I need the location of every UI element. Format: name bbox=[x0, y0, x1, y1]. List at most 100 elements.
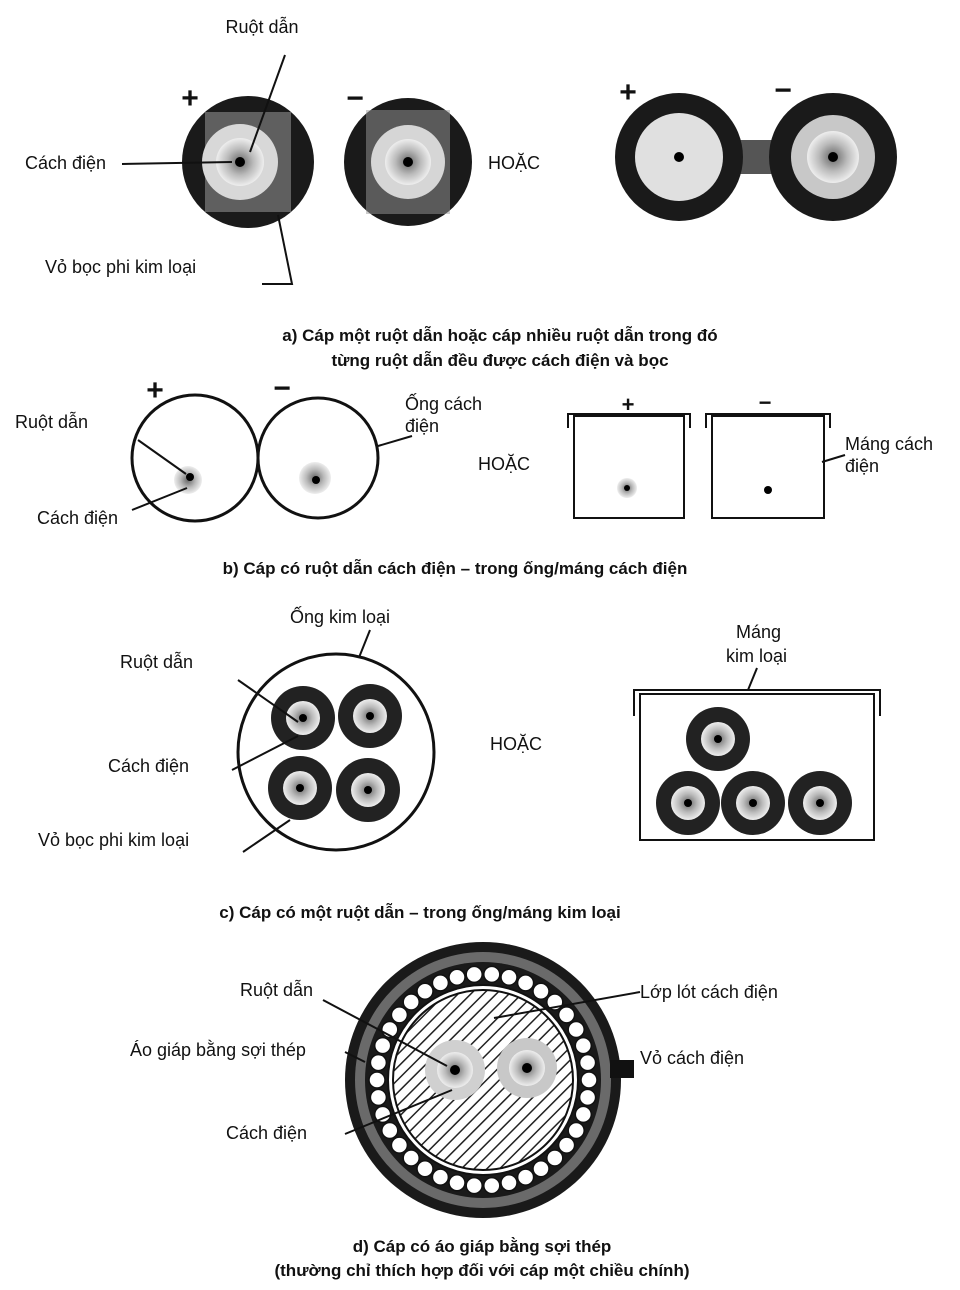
steel-wire bbox=[416, 1159, 434, 1178]
cable-core-tr bbox=[338, 684, 402, 748]
panel-a: + − Ruột dẫn Cách điện Vỏ bọc phi kim lo… bbox=[25, 16, 897, 370]
leader-conductor bbox=[249, 54, 286, 153]
insulated-trunking: + − bbox=[567, 390, 831, 519]
steel-wire bbox=[567, 1121, 585, 1140]
label-conductor-d: Ruột dẫn bbox=[240, 979, 313, 1000]
label-armour: Áo giáp bằng sợi thép bbox=[130, 1039, 306, 1060]
caption-d-line2: (thường chỉ thích hợp đối với cáp một ch… bbox=[274, 1261, 689, 1280]
label-sheath-c: Vỏ bọc phi kim loại bbox=[38, 830, 189, 850]
steel-wire bbox=[483, 1176, 501, 1195]
outer-sheath-arrow bbox=[610, 1060, 634, 1078]
steel-wire bbox=[431, 974, 450, 992]
leader-bedding bbox=[493, 991, 641, 1019]
leader-tube bbox=[377, 435, 413, 447]
steel-wire bbox=[574, 1036, 593, 1055]
cable-core-bl bbox=[268, 756, 332, 820]
caption-b: b) Cáp có ruột dẫn cách điện – trong ống… bbox=[223, 559, 688, 578]
steel-wire bbox=[557, 1136, 576, 1154]
or-label-c: HOẶC bbox=[490, 734, 542, 754]
minus-sign: − bbox=[346, 82, 364, 115]
label-metal-tube: Ống kim loại bbox=[290, 606, 390, 627]
twin-sheathed-cable: + − bbox=[615, 74, 897, 221]
armoured-cable bbox=[345, 942, 634, 1218]
steel-wire bbox=[574, 1105, 593, 1124]
leader-metal-trunking bbox=[747, 667, 758, 691]
steel-wire bbox=[578, 1053, 597, 1072]
leader-trunking bbox=[821, 454, 846, 463]
steel-wire bbox=[483, 965, 501, 984]
metal-tube bbox=[236, 652, 436, 852]
minus-sign-2: − bbox=[774, 74, 792, 107]
steel-wire bbox=[500, 968, 518, 986]
label-sheath: Vỏ bọc phi kim loại bbox=[45, 257, 196, 277]
label-conductor-c: Ruột dẫn bbox=[120, 651, 193, 672]
leader-sheath bbox=[262, 214, 294, 285]
steel-wire bbox=[532, 1159, 550, 1178]
cable-core-br bbox=[336, 758, 400, 822]
leader-conductor-c bbox=[237, 679, 299, 723]
steel-wire bbox=[532, 982, 550, 1001]
leader-metal-tube bbox=[357, 629, 371, 661]
caption-c: c) Cáp có một ruột dẫn – trong ống/máng … bbox=[219, 903, 620, 922]
caption-a-line1: a) Cáp một ruột dẫn hoặc cáp nhiều ruột … bbox=[282, 326, 717, 345]
leader-conductor-d bbox=[322, 999, 448, 1067]
label-insulation-b: Cách điện bbox=[37, 508, 118, 528]
label-outer-sheath: Vỏ cách điện bbox=[640, 1048, 744, 1068]
leader-conductor-b bbox=[137, 439, 187, 475]
trunking-core-1 bbox=[656, 771, 720, 835]
metal-trunking bbox=[633, 689, 881, 841]
leader-insulation bbox=[121, 161, 233, 165]
steel-wire bbox=[373, 1036, 392, 1055]
leader-insulation-d bbox=[344, 1089, 453, 1135]
steel-wire bbox=[368, 1071, 386, 1089]
steel-wire-armour bbox=[368, 965, 598, 1195]
steel-wire bbox=[369, 1053, 388, 1072]
steel-wire bbox=[402, 1149, 420, 1167]
single-core-cable-negative bbox=[344, 98, 472, 226]
label-metal-trunking-line2: kim loại bbox=[726, 646, 787, 666]
steel-wire bbox=[381, 1121, 399, 1140]
leader-insulation-b bbox=[131, 487, 188, 511]
steel-wire bbox=[500, 1174, 518, 1192]
label-insulation-c: Cách điện bbox=[108, 756, 189, 776]
leader-armour bbox=[344, 1051, 366, 1063]
steel-wire bbox=[390, 1006, 409, 1024]
leader-insulation-c bbox=[231, 735, 299, 771]
steel-wire bbox=[431, 1168, 450, 1186]
steel-wire bbox=[465, 1176, 483, 1195]
label-trunking-line2: điện bbox=[845, 456, 879, 476]
label-insulation-d: Cách điện bbox=[226, 1123, 307, 1143]
trunking-core-top bbox=[686, 707, 750, 771]
caption-d-line1: d) Cáp có áo giáp bằng sợi thép bbox=[353, 1237, 612, 1256]
plus-sign-2: + bbox=[619, 76, 637, 109]
trunking-core-3 bbox=[788, 771, 852, 835]
steel-wire bbox=[580, 1071, 598, 1089]
label-conductor: Ruột dẫn bbox=[225, 16, 298, 37]
minus-sign-b2: − bbox=[759, 390, 772, 415]
label-insulation: Cách điện bbox=[25, 153, 106, 173]
steel-wire bbox=[546, 1149, 564, 1167]
label-bedding: Lớp lót cách điện bbox=[640, 982, 778, 1002]
steel-wire bbox=[557, 1006, 576, 1024]
steel-wire bbox=[416, 982, 434, 1001]
insulated-tube bbox=[130, 393, 380, 523]
trunking-core-2 bbox=[721, 771, 785, 835]
steel-wire bbox=[567, 1020, 585, 1039]
leader-sheath-c bbox=[242, 819, 291, 853]
steel-wire bbox=[465, 965, 483, 984]
or-label-b: HOẶC bbox=[478, 454, 530, 474]
plus-sign-b: + bbox=[146, 374, 164, 407]
plus-sign: + bbox=[181, 82, 199, 115]
steel-wire bbox=[578, 1088, 597, 1107]
label-conductor-b: Ruột dẫn bbox=[15, 411, 88, 432]
panel-b: + − Ruột dẫn Cách điện Ống cách điện HOẶ… bbox=[15, 372, 933, 578]
cable-core-tl bbox=[271, 686, 335, 750]
steel-wire bbox=[448, 968, 466, 986]
panel-c: Ống kim loại Ruột dẫn Cách điện Vỏ bọc p… bbox=[38, 606, 881, 922]
steel-wire bbox=[516, 974, 535, 992]
label-tube-line1: Ống cách bbox=[405, 393, 482, 414]
label-trunking-line1: Máng cách bbox=[845, 434, 933, 454]
steel-wire bbox=[390, 1136, 409, 1154]
steel-wire bbox=[448, 1174, 466, 1192]
